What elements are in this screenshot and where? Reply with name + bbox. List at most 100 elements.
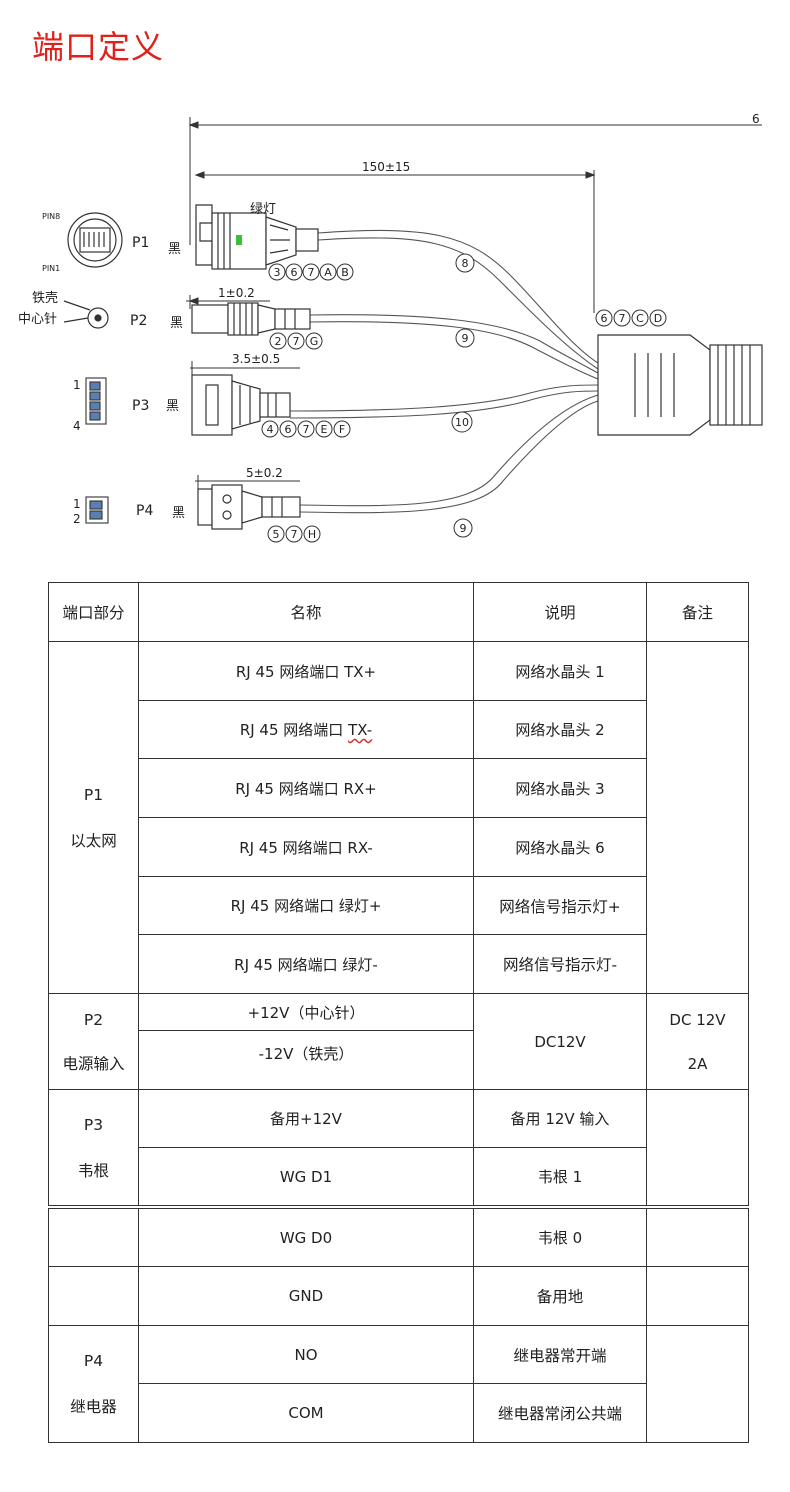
main-mark-1: 7 <box>619 312 626 325</box>
desc-cell-p2: DC12V <box>473 993 647 1090</box>
p1-mark-0: 3 <box>274 266 281 279</box>
p1-black: 黑 <box>168 242 181 257</box>
name-cell: RJ 45 网络端口 绿灯- <box>138 934 474 994</box>
table-row: P1 以太网 RJ 45 网络端口 TX+ 网络水晶头 1 <box>48 641 749 994</box>
name-cell: NO <box>138 1325 474 1384</box>
table-row: COM 继电器常闭公共端 <box>49 1383 749 1443</box>
p2-dim-label: 1±0.2 <box>218 286 255 300</box>
p1-circle-marks: 3 6 7 A B <box>268 263 354 281</box>
cable-mark-p2: 9 <box>455 328 475 348</box>
p2-dc-icon <box>63 300 109 329</box>
p3-mark-1: 6 <box>285 423 292 436</box>
p3-mark-4: F <box>339 423 345 436</box>
p3-dim-label: 3.5±0.5 <box>232 352 280 366</box>
name-cell: +12V（中心针） <box>138 993 474 1031</box>
dim-150-label: 150±15 <box>362 160 410 174</box>
port-p2-type: 电源输入 <box>62 1054 125 1073</box>
p3-pin-top: 1 <box>73 378 81 392</box>
p3-connector <box>191 374 291 436</box>
p4-pin-bottom: 2 <box>73 512 81 526</box>
port-p2-id: P2 <box>83 1010 104 1029</box>
port-cell-p3: P3 韦根 <box>48 1089 139 1206</box>
pin1-label: PIN1 <box>42 264 60 273</box>
header-port: 端口部分 <box>48 582 139 642</box>
dimension-150 <box>194 170 596 313</box>
p2-dimension <box>186 295 270 309</box>
p4-terminal-icon <box>85 496 109 524</box>
p3-circle-marks: 4 6 7 E F <box>261 420 351 438</box>
port-p1-id: P1 <box>83 785 104 804</box>
note-cell-empty <box>646 1208 749 1267</box>
p4-mark-1: 7 <box>291 528 298 541</box>
port-p4-id: P4 <box>83 1352 104 1370</box>
desc-cell: 继电器常闭公共端 <box>473 1383 647 1443</box>
name-cell: RJ 45 网络端口 TX+ <box>138 641 474 701</box>
dimension-total <box>188 117 762 245</box>
name-cell: WG D0 <box>138 1208 474 1267</box>
desc-cell: 韦根 0 <box>473 1208 647 1267</box>
p1-rj45-icon <box>67 212 123 268</box>
port-cell-p1: P1 以太网 <box>48 641 139 994</box>
p2-mark-1: 7 <box>293 335 300 348</box>
cable-mark-p1: 8 <box>455 253 475 273</box>
p3-mark-3: E <box>321 423 328 436</box>
shell-label: 铁壳 <box>32 291 58 306</box>
center-pin-label: 中心针 <box>18 312 57 327</box>
port-p1-type: 以太网 <box>70 831 117 850</box>
p2-label: P2 <box>130 313 147 329</box>
desc-cell: 网络水晶头 3 <box>473 758 647 818</box>
table-row: P3 韦根 备用+12V 备用 12V 输入 <box>48 1089 749 1206</box>
p1-connector <box>195 204 319 270</box>
cable-mark-p2-text: 9 <box>462 332 469 345</box>
table-row: P4 继电器 NO 继电器常开端 <box>48 1325 749 1443</box>
p1-mark-4: B <box>341 266 349 279</box>
table-row: -12V（铁壳） <box>49 1030 749 1090</box>
cable-mark-p1-text: 8 <box>462 257 469 270</box>
name-cell: -12V（铁壳） <box>138 1030 474 1090</box>
port-cell-empty <box>48 1266 139 1326</box>
desc-cell: 网络信号指示灯- <box>473 934 647 994</box>
main-mark-2: C <box>636 312 644 325</box>
port-p3-id: P3 <box>83 1115 104 1134</box>
port-cell-p2: P2 电源输入 <box>48 993 139 1090</box>
green-led-icon <box>236 235 242 245</box>
table-row: RJ 45 网络端口 TX- 网络水晶头 2 <box>49 700 749 759</box>
cable-mark-p4-text: 9 <box>460 522 467 535</box>
table-header-row: 端口部分 名称 说明 备注 <box>48 582 749 642</box>
pin8-label: PIN8 <box>42 212 60 221</box>
page-title: 端口定义 <box>32 28 165 66</box>
desc-cell: 网络信号指示灯+ <box>473 876 647 935</box>
p4-circle-marks: 5 7 H <box>267 525 321 543</box>
desc-cell: 韦根 1 <box>473 1147 647 1206</box>
table-row: WG D0 韦根 0 <box>48 1208 749 1267</box>
port-cell-empty <box>48 1208 139 1267</box>
port-p3-type: 韦根 <box>77 1161 109 1180</box>
p1-mark-1: 6 <box>291 266 298 279</box>
main-mark-0: 6 <box>601 312 608 325</box>
name-cell: GND <box>138 1266 474 1326</box>
header-name: 名称 <box>138 582 474 642</box>
p4-mark-2: H <box>308 528 316 541</box>
port-definition-table-continued: WG D0 韦根 0 GND 备用地 P4 继电器 NO 继电器常开端 COM … <box>48 1208 749 1443</box>
p1-mark-2: 7 <box>308 266 315 279</box>
p1-mark-3: A <box>324 266 332 279</box>
note-cell-p1 <box>646 641 749 994</box>
cable-mark-p3: 10 <box>451 411 473 433</box>
p4-pin-top: 1 <box>73 497 81 511</box>
p3-pin-bottom: 4 <box>73 419 81 433</box>
desc-cell: 备用 12V 输入 <box>473 1089 647 1148</box>
name-cell: RJ 45 网络端口 TX- <box>138 700 474 759</box>
name-cell: RJ 45 网络端口 RX+ <box>138 758 474 818</box>
table-row: RJ 45 网络端口 绿灯+ 网络信号指示灯+ <box>49 876 749 935</box>
cable-lines <box>289 229 599 514</box>
note-p2-voltage: DC 12V <box>669 1010 726 1029</box>
cable-wiring-diagram: 6 150±15 <box>18 112 763 543</box>
table-row: GND 备用地 <box>48 1266 749 1326</box>
note-p2-current: 2A <box>687 1054 708 1073</box>
p3-mark-0: 4 <box>267 423 274 436</box>
green-led-label: 绿灯 <box>250 202 276 217</box>
p2-black: 黑 <box>170 316 183 331</box>
desc-cell: 备用地 <box>473 1266 647 1326</box>
name-cell-prefix: RJ 45 网络端口 <box>239 721 349 739</box>
main-mark-3: D <box>654 312 662 325</box>
